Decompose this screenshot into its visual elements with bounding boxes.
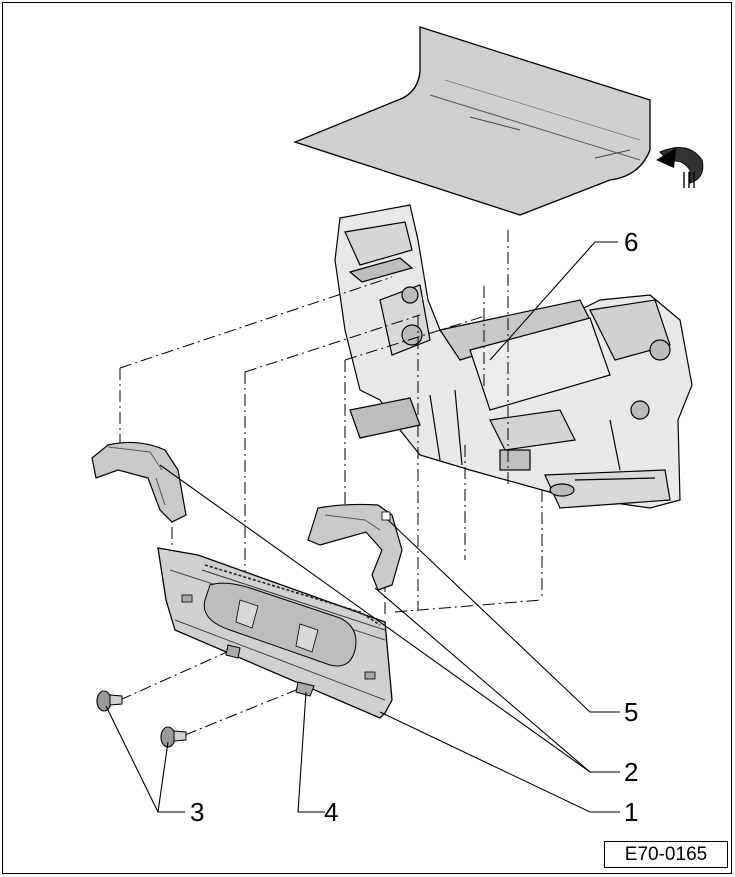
callout-2: 2 <box>624 757 638 787</box>
rear-trim-panel <box>157 547 393 719</box>
leader-lines <box>105 241 620 813</box>
callout-6: 6 <box>624 227 638 257</box>
callout-4: 4 <box>324 797 338 827</box>
floor-mat <box>293 26 651 216</box>
clip-right <box>295 681 315 697</box>
side-cover-left <box>91 441 187 523</box>
callout-1: 1 <box>624 797 638 827</box>
rotate-arrow-icon <box>656 147 704 188</box>
callout-5: 5 <box>624 697 638 727</box>
screw-upper <box>96 690 123 712</box>
clip-left <box>225 644 241 659</box>
side-cover-right <box>307 503 403 591</box>
car-body-structure <box>334 204 693 509</box>
callout-3: 3 <box>190 797 204 827</box>
screw-lower <box>160 726 187 748</box>
figure-id-label: E70-0165 <box>604 841 728 868</box>
